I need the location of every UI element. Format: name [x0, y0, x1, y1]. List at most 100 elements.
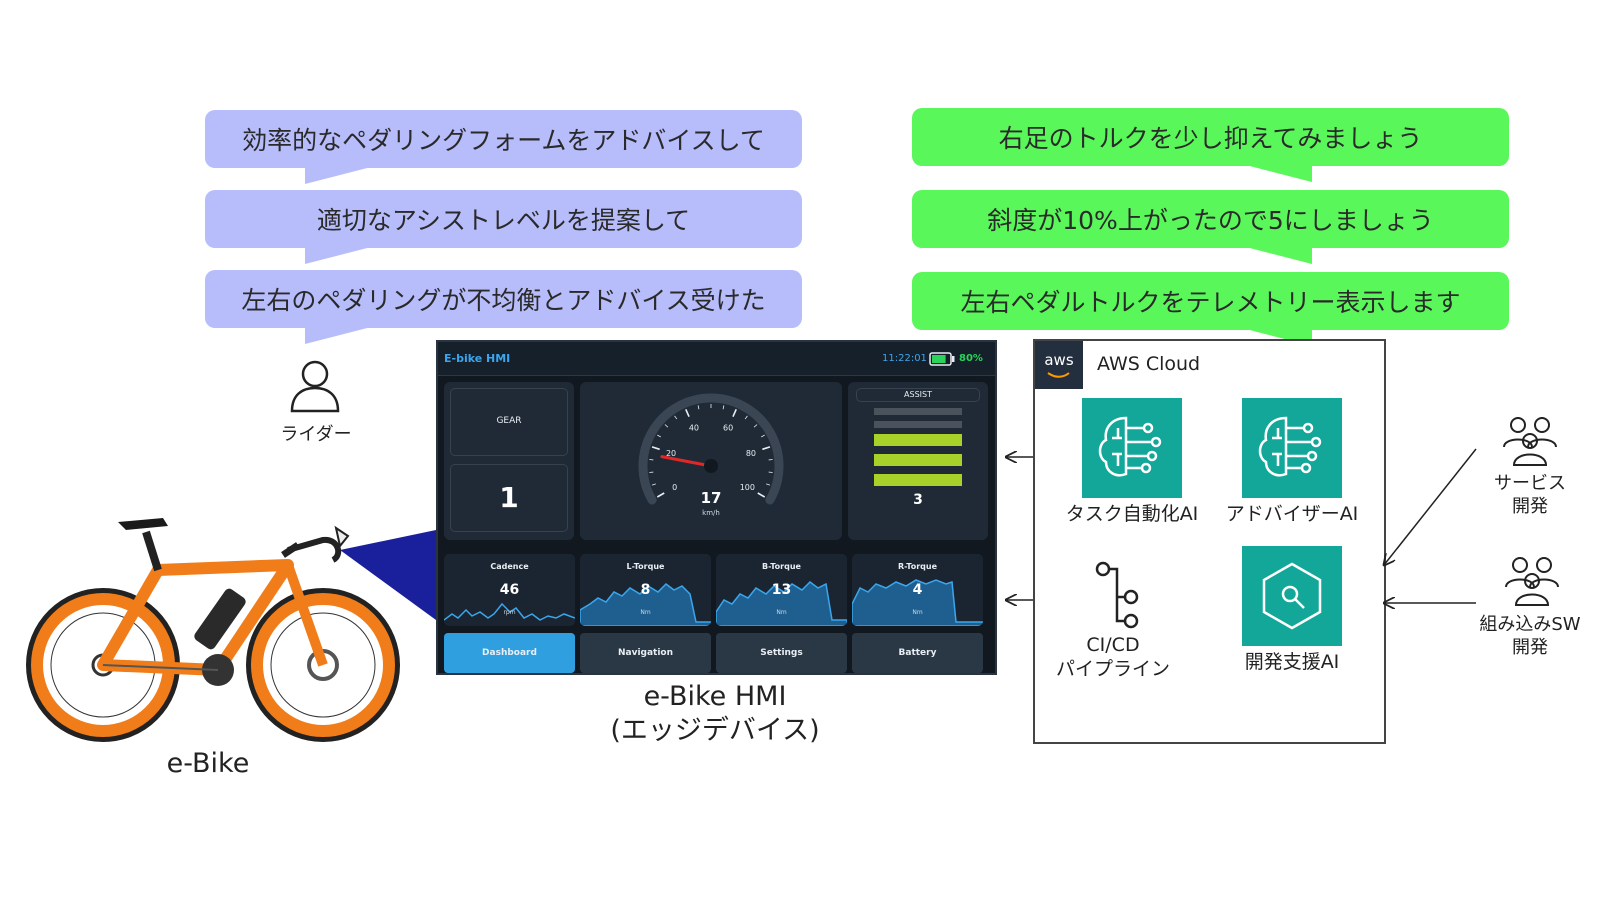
- mini-unit: Nm: [776, 609, 787, 616]
- aws-logo-text: aws: [1044, 351, 1074, 369]
- gauge-hub: [704, 459, 718, 473]
- cicd-label: CI/CD パイプライン: [1048, 633, 1178, 681]
- embedded-developers-icon: [1505, 557, 1559, 606]
- gauge-tick-label: 60: [723, 424, 733, 433]
- gear-value-box: 1: [450, 464, 568, 532]
- ai-bubble-text: 斜度が10%上がったので5にしましょう: [987, 206, 1434, 235]
- mini-title: B-Torque: [762, 562, 801, 571]
- ai-bubble-text: 左右ペダルトルクをテレメトリー表示します: [960, 288, 1461, 317]
- gauge-tick: [761, 434, 765, 438]
- ai-bubble-1: 右足のトルクを少し抑えてみましょう: [912, 108, 1509, 182]
- aws-cloud-group: aws AWS Cloud タスク自動化AI アドバイザーAI: [1033, 339, 1386, 744]
- speed-needle: [660, 455, 713, 468]
- gauge-tick-label: 80: [746, 449, 756, 458]
- service-dev-label-line-1: サービス: [1494, 473, 1566, 494]
- gauge-tick-label: 0: [672, 483, 677, 492]
- cadence-sparkline: [444, 602, 575, 621]
- service-developers-icon: [1503, 417, 1557, 466]
- nav-settings-button[interactable]: Settings: [716, 633, 847, 673]
- gauge-tick: [762, 446, 771, 451]
- b-torque-sparkline: [716, 581, 847, 626]
- hmi-topbar: E-bike HMI 11:22:01 80%: [438, 342, 995, 376]
- b-torque-panel: B-Torque 13 Nm: [716, 554, 847, 626]
- embedded-dev-label-line-1: 組み込みSW: [1479, 614, 1581, 635]
- embedded-dev-label: 組み込みSW 開発: [1462, 613, 1598, 659]
- user-bubble-3: 左右のペダリングが不均衡とアドバイス受けた: [205, 270, 802, 344]
- gear-label: GEAR: [496, 416, 522, 426]
- ai-bubble-3: 左右ペダルトルクをテレメトリー表示します: [912, 272, 1509, 346]
- ai-bubble-text: 右足のトルクを少し抑えてみましょう: [998, 124, 1423, 153]
- assist-label-box: ASSIST: [856, 388, 980, 402]
- l-torque-sparkline: [580, 583, 711, 626]
- gauge-tick: [651, 446, 660, 451]
- r-torque-sparkline: [852, 579, 983, 626]
- gauge-tick: [757, 492, 766, 498]
- gauge-tick: [657, 434, 661, 438]
- user-bubble-text: 左右のペダリングが不均衡とアドバイス受けた: [241, 286, 766, 315]
- service-dev-label-line-2: 開発: [1512, 496, 1548, 517]
- gauge-tick-label: 20: [666, 449, 676, 458]
- nav-navigation-button[interactable]: Navigation: [580, 633, 711, 673]
- cadence-panel: Cadence 46 rpm: [444, 554, 575, 626]
- assist-bar: [874, 474, 962, 486]
- dev-support-ai-label: 開発支援AI: [1244, 651, 1340, 673]
- user-bubble-text: 適切なアシストレベルを提案して: [316, 206, 691, 235]
- gauge-tick-label: 40: [689, 424, 699, 433]
- gauge-tick-label: 100: [740, 483, 755, 492]
- embedded-dev-label-line-2: 開発: [1512, 637, 1548, 658]
- mini-unit: Nm: [912, 609, 923, 616]
- assist-panel: ASSIST 3: [848, 382, 988, 540]
- hexagon-search-icon: [1262, 562, 1322, 630]
- gauge-tick: [766, 483, 771, 486]
- gauge-tick: [651, 483, 656, 486]
- ai-bubble-2: 斜度が10%上がったので5にしましょう: [912, 190, 1509, 264]
- gauge-tick: [674, 415, 678, 420]
- gear-label-box: GEAR: [450, 388, 568, 456]
- assist-bar: [874, 421, 962, 428]
- mini-value: 8: [640, 582, 651, 598]
- gauge-tick: [753, 424, 758, 428]
- assist-bar: [874, 434, 962, 446]
- service-dev-arrow: [1384, 448, 1477, 565]
- mini-unit: Nm: [640, 609, 651, 616]
- cicd-label-line-2: パイプライン: [1055, 658, 1170, 680]
- task-automation-ai-tile: [1082, 398, 1182, 498]
- user-bubble-text: 効率的なペダリングフォームをアドバイスして: [242, 126, 765, 155]
- user-bubble-2: 適切なアシストレベルを提案して: [205, 190, 802, 264]
- hmi-caption: e-Bike HMI (エッジデバイス): [590, 680, 840, 748]
- aws-logo: aws: [1035, 341, 1083, 389]
- nav-battery-button[interactable]: Battery: [852, 633, 983, 673]
- nav-dashboard-button[interactable]: Dashboard: [444, 633, 575, 673]
- gauge-tick: [722, 405, 725, 410]
- cicd-label-line-1: CI/CD: [1086, 634, 1140, 656]
- assist-level-bars: [874, 408, 962, 498]
- mini-value: 13: [771, 582, 792, 598]
- hmi-title: E-bike HMI: [444, 352, 511, 365]
- l-torque-panel: L-Torque 8 Nm: [580, 554, 711, 626]
- mini-unit: rpm: [503, 609, 516, 616]
- developer-arrows: [1380, 448, 1477, 620]
- aws-smile-icon: [1047, 372, 1070, 378]
- speed-value: 17: [700, 489, 722, 507]
- service-dev-label: サービス 開発: [1470, 472, 1590, 518]
- ebike-label: e-Bike: [166, 748, 250, 779]
- mini-title: R-Torque: [898, 562, 937, 571]
- hmi-clock: 11:22:01: [882, 353, 927, 364]
- task-automation-ai-label: タスク自動化AI: [1065, 503, 1199, 525]
- gauge-tick: [664, 424, 669, 428]
- assist-value: 3: [913, 492, 923, 508]
- mini-value: 4: [912, 582, 923, 598]
- projection-beam: [340, 530, 436, 620]
- assist-label: ASSIST: [904, 390, 932, 399]
- battery-icon: [929, 352, 955, 366]
- ai-brain-icon: [1258, 416, 1322, 477]
- rider-label: ライダー: [280, 424, 352, 445]
- gauge-tick: [697, 405, 700, 410]
- speedometer-gauge: 0 20 40 60 80 100: [638, 393, 784, 505]
- gauge-tick: [656, 492, 665, 498]
- user-bubble-1: 効率的なペダリングフォームをアドバイスして: [205, 110, 802, 184]
- gear-panel: GEAR 1: [444, 382, 574, 540]
- advisor-ai-tile: [1242, 398, 1342, 498]
- aws-cloud-title: AWS Cloud: [1097, 353, 1201, 375]
